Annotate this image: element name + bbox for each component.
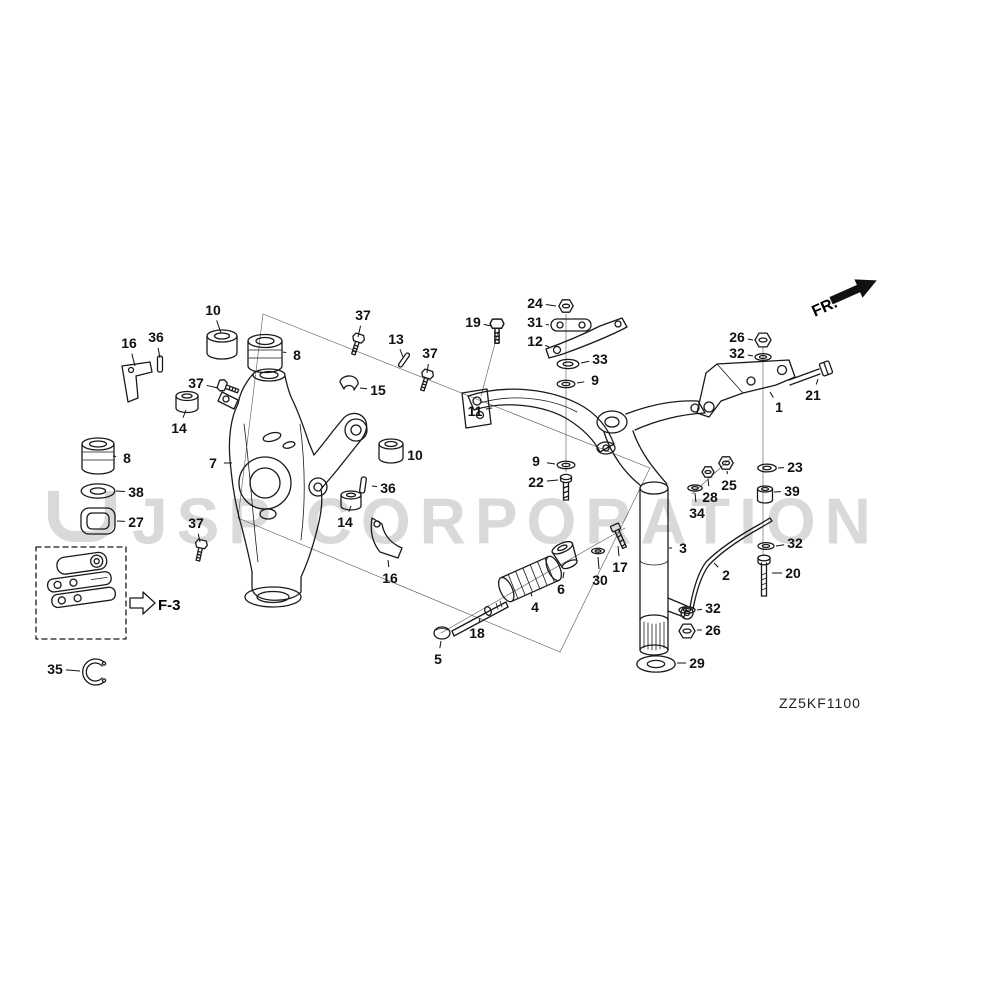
- swivel-shaft-drawing: [596, 400, 706, 674]
- case-hardware-drawing: [339, 331, 436, 559]
- diagram-code: ZZ5KF1100: [779, 695, 861, 711]
- upper-bracket-drawing: [687, 332, 834, 504]
- detail-ref-label: F-3: [158, 597, 181, 614]
- steering-arm-drawing: [461, 299, 628, 501]
- link-rod-drawing: [678, 517, 775, 639]
- swivel-case-drawing: [217, 368, 368, 608]
- left-mount-parts-drawing: [79, 329, 283, 563]
- fr-arrow-icon: [829, 279, 877, 305]
- construction-lines: [237, 313, 764, 653]
- detail-box-drawing: [35, 546, 156, 686]
- tilt-rod-assembly-drawing: [433, 522, 627, 640]
